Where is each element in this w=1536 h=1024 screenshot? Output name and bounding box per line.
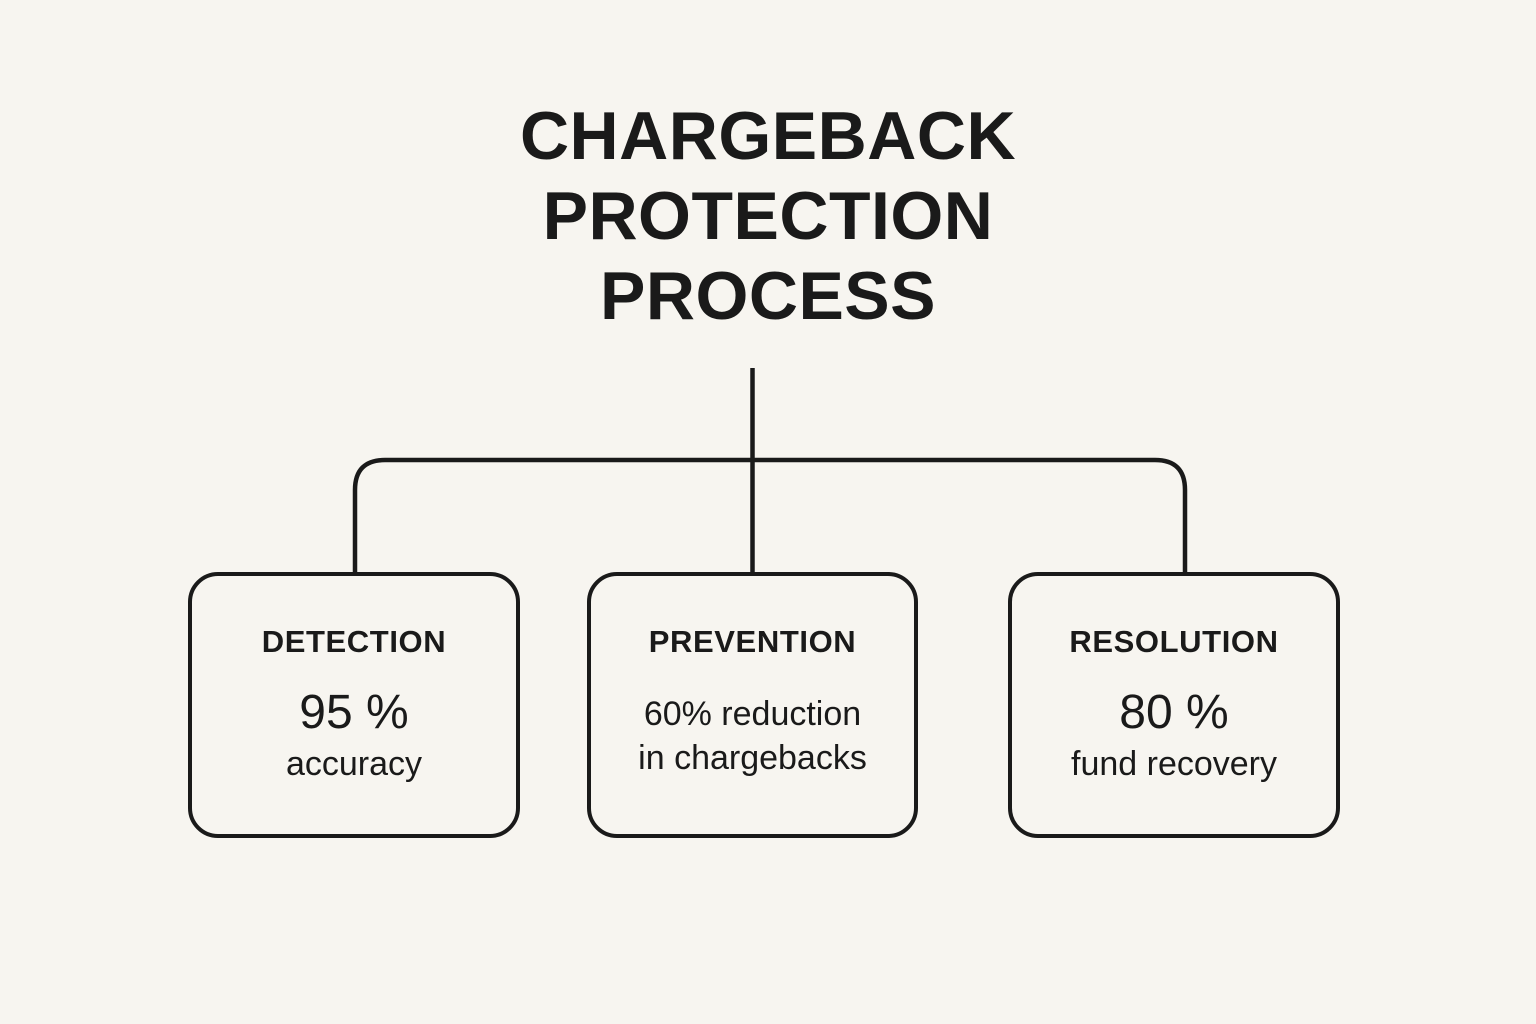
node-card-detection[interactable]: Detection 95 % accuracy [188, 572, 520, 838]
node-heading: Prevention [648, 624, 857, 659]
node-heading: Detection [261, 624, 447, 659]
node-stat: 60% reduction [643, 695, 862, 733]
branch-bus [352, 457, 1188, 572]
page-title: Chargeback Protection Process [519, 98, 1017, 335]
node-card-resolution[interactable]: Resolution 80 % fund recovery [1008, 572, 1340, 838]
node-card-prevention[interactable]: Prevention 60% reduction in chargebacks [587, 572, 918, 838]
node-stat: 95 % [299, 686, 409, 739]
node-detail: accuracy [285, 745, 423, 784]
node-stat: 80 % [1119, 686, 1229, 739]
node-detail: in chargebacks [638, 739, 867, 778]
node-detail: fund recovery [1071, 745, 1277, 784]
node-heading: Resolution [1069, 624, 1279, 659]
